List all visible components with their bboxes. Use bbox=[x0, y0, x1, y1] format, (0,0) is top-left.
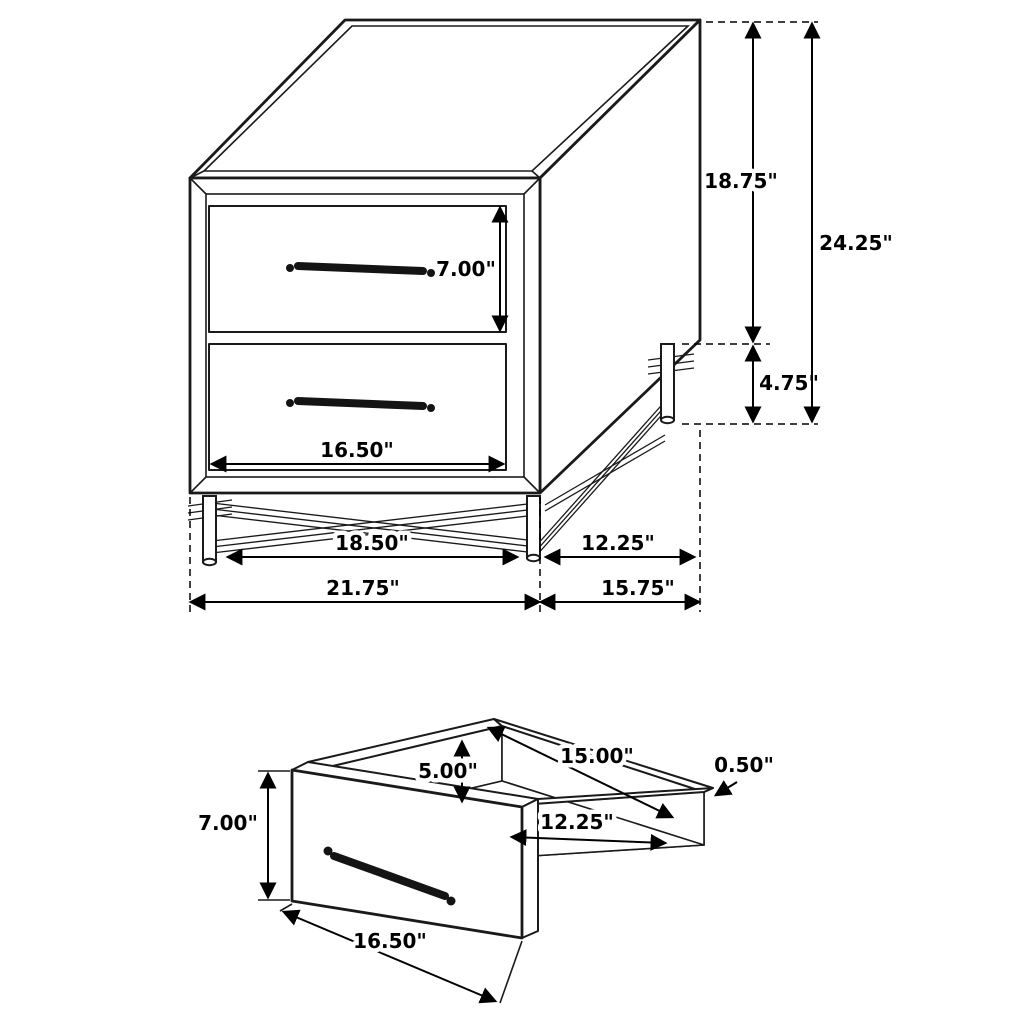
drawer-handle bbox=[323, 846, 456, 906]
dim-leg-span-depth: 12.25" bbox=[543, 527, 697, 566]
extension-lines bbox=[189, 21, 818, 612]
label-interior-depth: 15.00" bbox=[560, 744, 634, 768]
dim-front-height: 7.00" bbox=[194, 771, 277, 900]
label-interior-height: 5.00" bbox=[418, 759, 478, 783]
dim-interior-depth: 15.00" bbox=[486, 726, 675, 819]
back-right-leg bbox=[660, 343, 675, 425]
dim-interior-height: 5.00" bbox=[414, 739, 482, 804]
dim-total-height: 24.25" bbox=[803, 21, 897, 424]
dim-drawer-width: 16.50" bbox=[209, 434, 506, 473]
dim-side-thickness: 0.50" bbox=[710, 749, 778, 797]
label-total-depth: 15.75" bbox=[601, 576, 675, 600]
dim-leg-span-width: 18.50" bbox=[225, 527, 520, 566]
dim-leg-height: 4.75" bbox=[744, 344, 823, 424]
label-front-height: 7.00" bbox=[198, 811, 258, 835]
dim-total-width: 21.75" bbox=[188, 572, 542, 611]
drawer-front-panel bbox=[290, 768, 524, 940]
front-right-leg bbox=[526, 495, 541, 563]
label-upper-height: 18.75" bbox=[704, 169, 778, 193]
dim-interior-width: 12.25" bbox=[509, 806, 668, 851]
label-leg-height: 4.75" bbox=[759, 371, 819, 395]
front-left-leg bbox=[202, 495, 217, 567]
label-front-width: 16.50" bbox=[353, 929, 427, 953]
label-total-width: 21.75" bbox=[326, 576, 400, 600]
dim-front-width: 16.50" bbox=[281, 909, 498, 1004]
label-drawer-width: 16.50" bbox=[320, 438, 394, 462]
frame-miter-joints bbox=[189, 170, 541, 494]
dim-drawer-height: 7.00" bbox=[432, 205, 509, 333]
label-leg-span-width: 18.50" bbox=[335, 531, 409, 555]
drawer-front-panel-edge bbox=[521, 798, 539, 939]
drawer-view: 7.00" 5.00" 15.00" 0.50" 12.25" 16.50" bbox=[194, 718, 778, 1004]
label-side-thickness: 0.50" bbox=[714, 753, 774, 777]
dim-upper-height: 18.75" bbox=[700, 21, 782, 344]
top-drawer-handle bbox=[286, 262, 435, 277]
label-drawer-height: 7.00" bbox=[436, 257, 496, 281]
label-leg-span-depth: 12.25" bbox=[581, 531, 655, 555]
bottom-drawer-handle bbox=[286, 397, 435, 412]
label-total-height: 24.25" bbox=[819, 231, 893, 255]
cabinet-top-bevel bbox=[202, 25, 691, 172]
cabinet-front-frame bbox=[205, 193, 525, 478]
dim-total-depth: 15.75" bbox=[538, 572, 702, 611]
nightstand-view: 18.75" 4.75" 24.25" 7.00" 16.50" 18.50" … bbox=[187, 18, 897, 612]
label-interior-width: 12.25" bbox=[540, 810, 614, 834]
